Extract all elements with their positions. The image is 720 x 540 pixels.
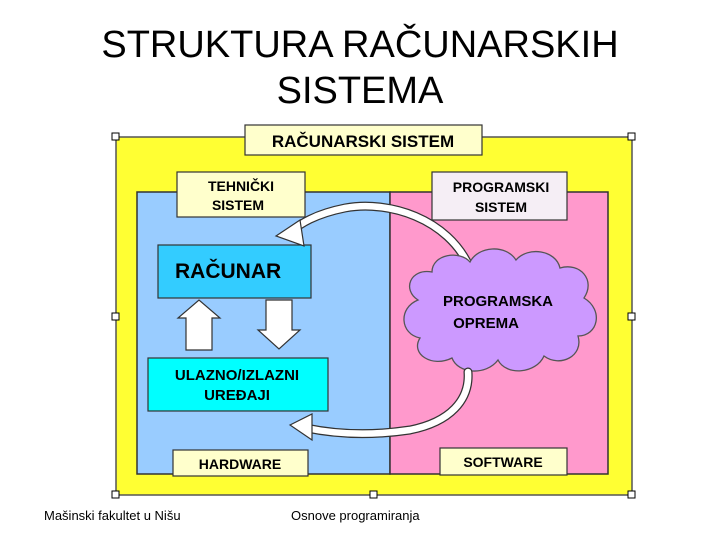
technical-system-label-1: TEHNIČKI: [208, 177, 274, 194]
technical-system-box: [176, 171, 306, 218]
program-system-label-1: PROGRAMSKI: [453, 179, 549, 195]
program-system-label-2: SISTEM: [475, 199, 527, 215]
curved-arrow-bottom-head: [288, 413, 313, 442]
slide-title-line-2: SISTEMA: [276, 70, 444, 112]
computer-label: RAČUNAR: [175, 259, 281, 283]
up-arrow: [176, 299, 222, 351]
technical-system-label-2: SISTEM: [212, 197, 264, 213]
curved-arrow-top-head: [274, 218, 305, 247]
hardware-label: HARDWARE: [199, 456, 281, 472]
software-cloud-label-1: PROGRAMSKA: [443, 293, 553, 310]
software-label-box: [439, 447, 568, 476]
footer-right: Osnove programiranja: [291, 508, 420, 523]
computer-box: [157, 244, 312, 299]
frame-handles: [111, 132, 636, 499]
software-cloud-label-2: OPREMA: [453, 315, 519, 332]
down-arrow: [256, 299, 302, 350]
curved-arrow-top-inner: [286, 202, 474, 272]
system-label-box: [244, 124, 483, 156]
software-cloud: [403, 248, 597, 372]
hardware-label-box: [172, 449, 309, 477]
io-devices-box: [147, 357, 329, 412]
system-label: RAČUNARSKI SISTEM: [272, 132, 454, 151]
footer-left: Mašinski fakultet u Nišu: [44, 508, 181, 523]
io-devices-label-2: UREĐAJI: [204, 387, 270, 404]
software-label: SOFTWARE: [463, 454, 542, 470]
program-system-box: [431, 171, 568, 221]
curved-arrow-bottom-inner: [302, 368, 472, 437]
slide-title-line-1: STRUKTURA RAČUNARSKIH: [101, 24, 619, 66]
io-devices-label-1: ULAZNO/IZLAZNI: [175, 367, 299, 384]
slide-title: STRUKTURA RAČUNARSKIH SISTEMA: [0, 22, 720, 114]
